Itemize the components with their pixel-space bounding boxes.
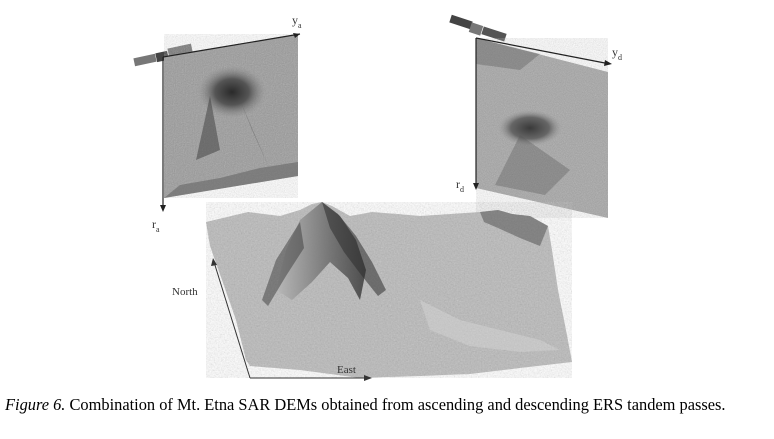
ascending-r-axis-label: ra: [152, 217, 160, 234]
satellite-descending-icon: [449, 14, 507, 42]
dem-3d-surface: [206, 202, 572, 378]
ascending-y-axis-label: ya: [292, 13, 302, 30]
descending-r-axis-label: rd: [456, 177, 464, 194]
east-label: East: [337, 364, 356, 376]
figure-caption: Figure 6. Combination of Mt. Etna SAR DE…: [5, 395, 769, 414]
north-label: North: [172, 286, 198, 298]
ascending-axes: ya ra: [152, 13, 302, 234]
descending-pass-group: yd rd: [449, 14, 622, 218]
dem-direction-axes: North East: [172, 258, 372, 381]
figure-caption-text: Combination of Mt. Etna SAR DEMs obtaine…: [65, 395, 726, 414]
figure-caption-label: Figure 6.: [5, 395, 66, 414]
descending-y-axis-label: yd: [612, 45, 622, 62]
descending-axes: yd rd: [456, 37, 622, 194]
sar-image-descending: [476, 38, 608, 218]
sar-image-ascending: [164, 34, 298, 198]
ascending-pass-group: ya ra: [133, 13, 302, 234]
